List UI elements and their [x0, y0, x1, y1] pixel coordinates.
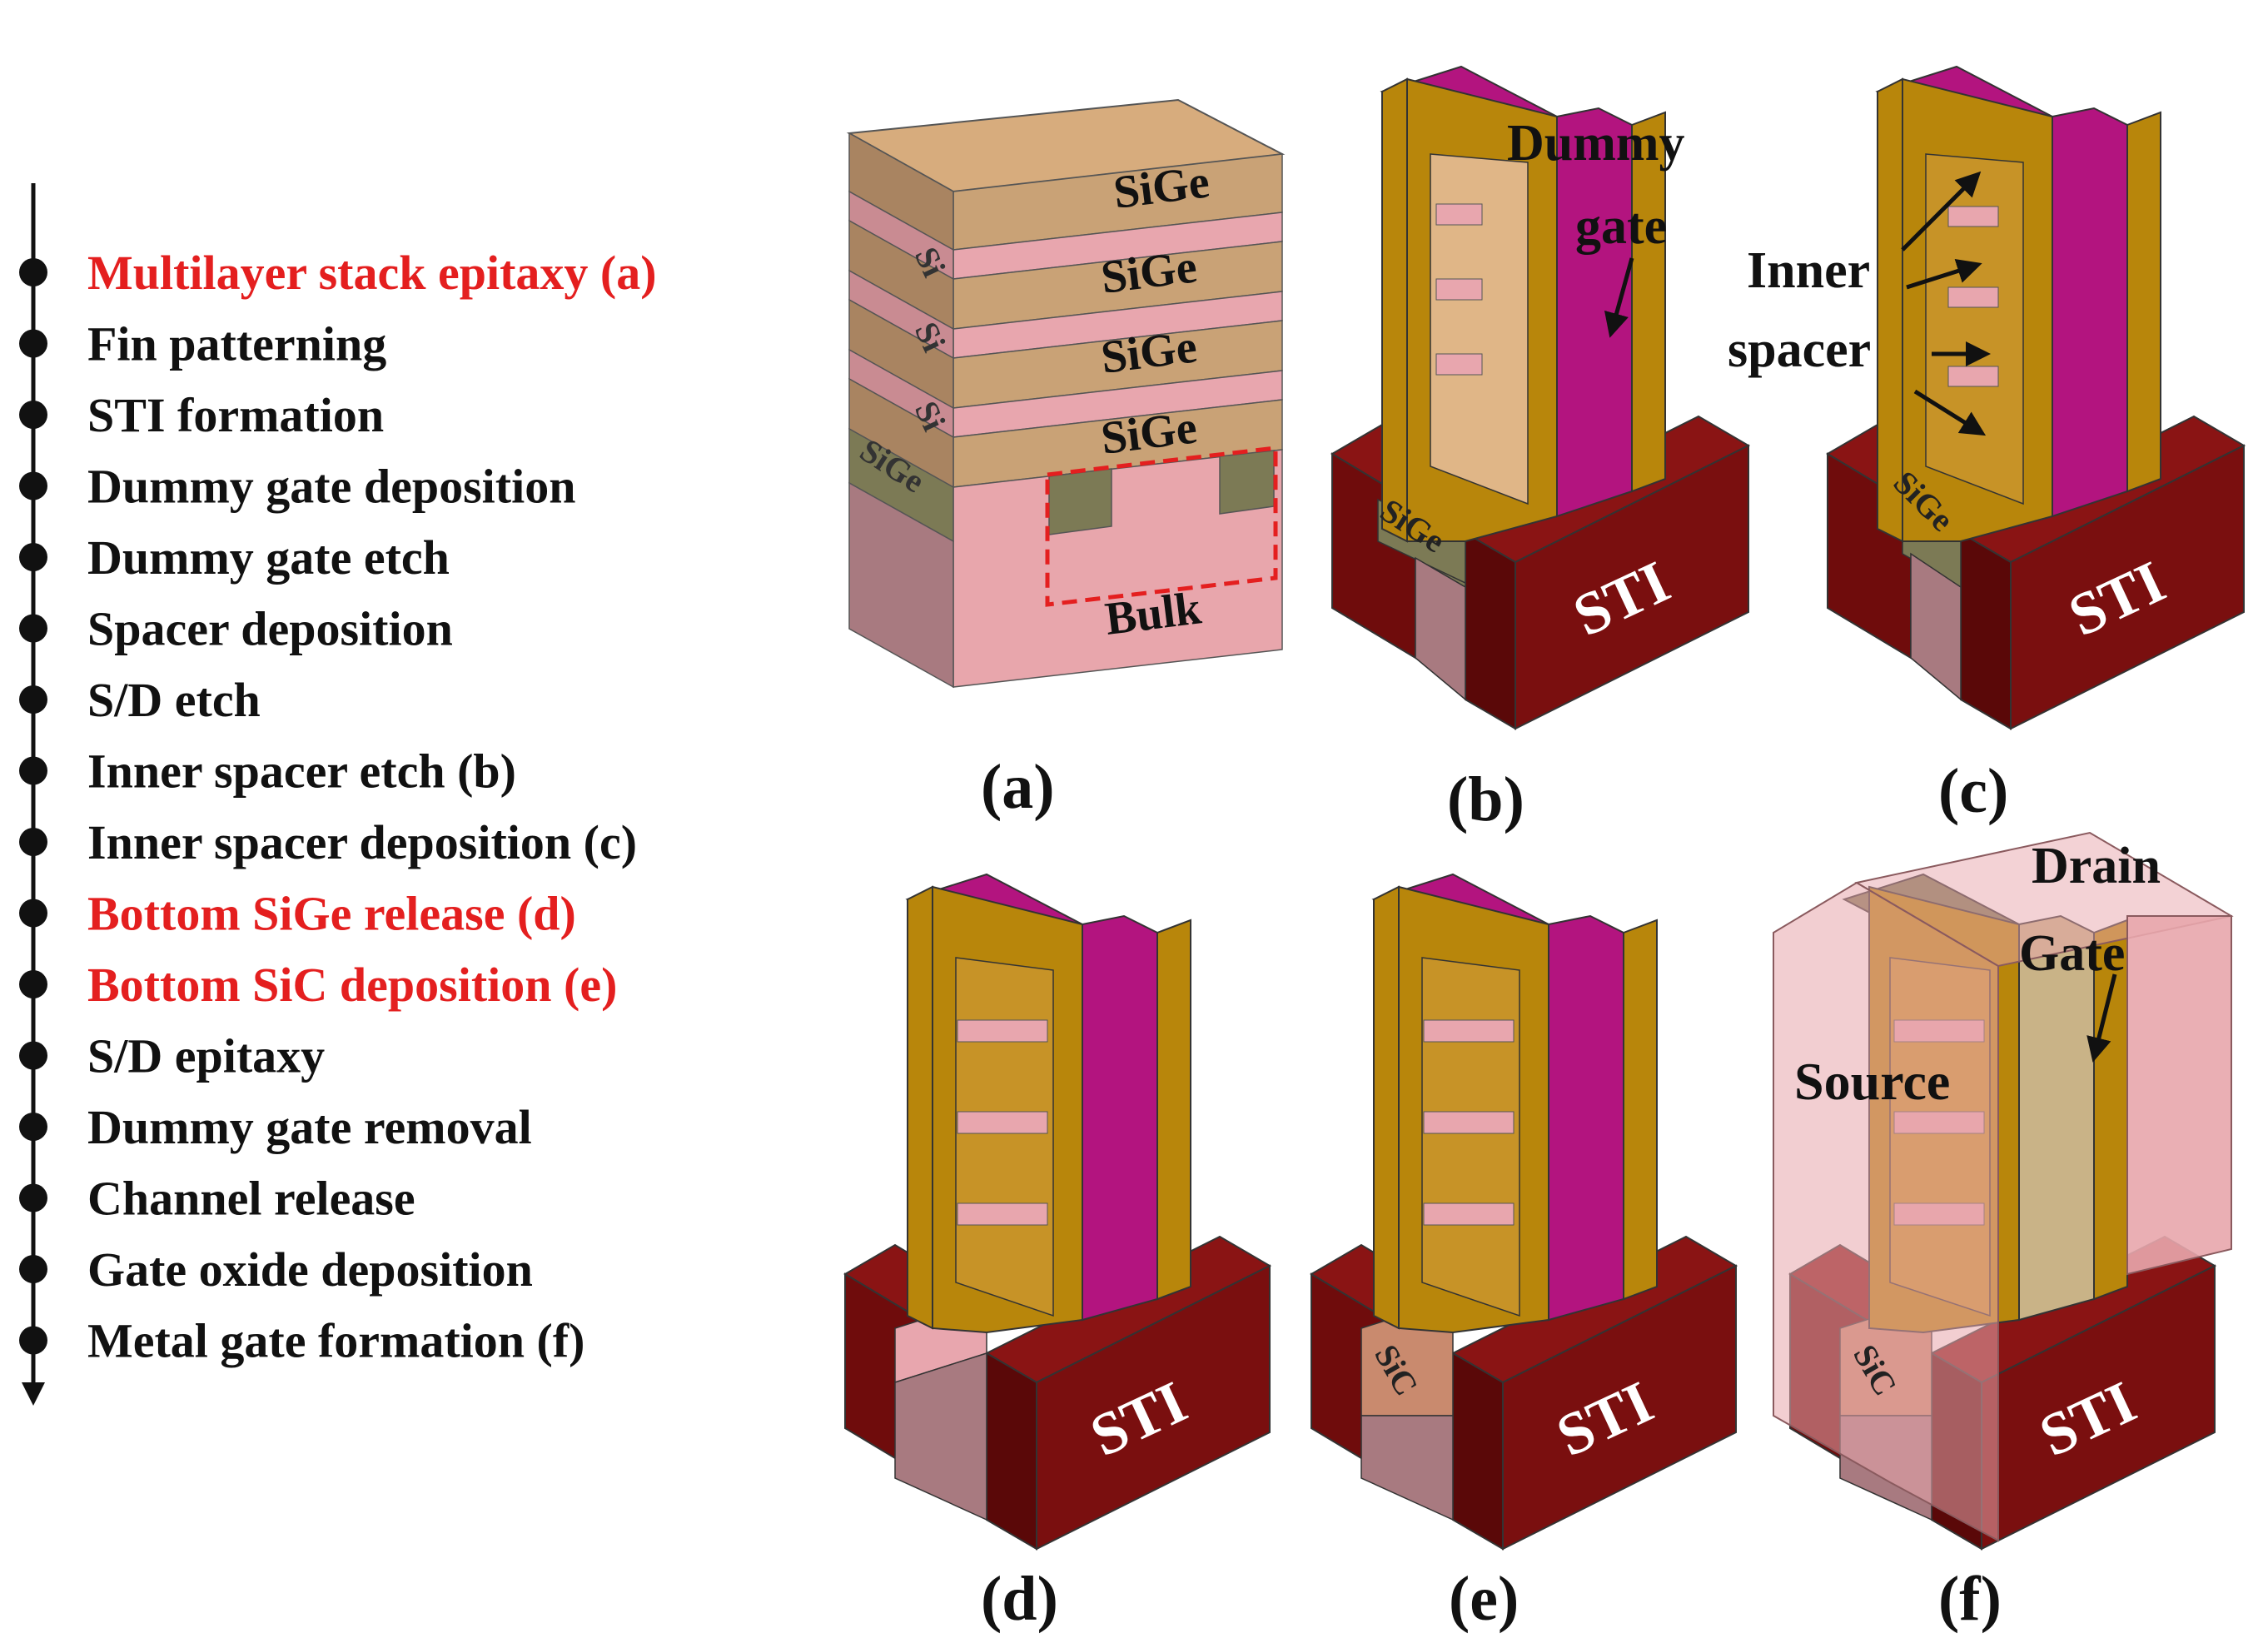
flow-step-label: Multilayer stack epitaxy (a) — [87, 246, 657, 300]
label-inner-spacer: Inner — [1747, 242, 1870, 299]
flow-step-label: Spacer deposition — [87, 602, 453, 656]
label-dummy-gate: gate — [1575, 198, 1667, 255]
flow-step-marker — [19, 685, 47, 714]
arrow-icon — [1906, 258, 1982, 290]
source-region — [1773, 881, 1999, 1542]
arrow-icon — [2086, 973, 2117, 1063]
flow-step-label: Dummy gate deposition — [87, 460, 575, 514]
flow-step-marker — [19, 756, 47, 785]
flow-step-marker — [19, 401, 47, 429]
flow-step-label: Fin patterning — [87, 317, 386, 371]
label-dummy-gate: Dummy — [1507, 115, 1685, 172]
flow-step-marker — [19, 543, 47, 571]
flow-step-marker — [19, 614, 47, 643]
flow-steps: Multilayer stack epitaxy (a) Fin patterni… — [19, 246, 657, 1368]
arrow-icon — [1901, 171, 1982, 251]
caption-a: (a) — [981, 752, 1055, 822]
flow-step-marker — [19, 329, 47, 358]
flow-step-label: Gate oxide deposition — [87, 1242, 533, 1297]
flow-step-marker — [19, 471, 47, 500]
label-gate: Gate — [2019, 925, 2125, 982]
flow-step-marker — [19, 1326, 47, 1355]
label-inner-spacer: spacer — [1728, 321, 1871, 378]
flow-step-marker — [19, 258, 47, 286]
panel-e: SiC STI (e) — [1310, 873, 1738, 1634]
label-drain: Drain — [2032, 838, 2161, 894]
arrow-icon — [1604, 257, 1634, 338]
inner-spacer — [1947, 366, 1999, 387]
caption-d: (d) — [981, 1564, 1058, 1634]
label-bulk: Bulk — [1102, 582, 1205, 645]
caption-f: (f) — [1938, 1564, 2002, 1634]
label-sige: SiGe — [1098, 241, 1200, 304]
flow-step-marker — [19, 970, 47, 998]
flow-step-label: Dummy gate removal — [87, 1100, 532, 1154]
caption-e: (e) — [1449, 1564, 1519, 1634]
flow-step-label: Inner spacer deposition (c) — [87, 815, 637, 869]
label-source: Source — [1794, 1052, 1950, 1111]
flow-step-marker — [19, 828, 47, 856]
flow-step-label: Bottom SiGe release (d) — [87, 887, 576, 941]
flow-step-label: Inner spacer etch (b) — [87, 744, 516, 799]
highlight-box — [1045, 446, 1278, 607]
dummy-gate — [1082, 914, 1158, 1322]
flow-step-label: Metal gate formation (f) — [87, 1314, 584, 1368]
caption-c: (c) — [1938, 756, 2008, 826]
dummy-gate — [2052, 107, 2128, 518]
panel-a: SiGe SiGe SiGe SiGe Si Si Si SiGe Bulk (… — [846, 98, 1286, 822]
panel-c: Inner spacer SiGe STI (c) — [1728, 65, 2246, 826]
dummy-gate — [1548, 914, 1624, 1322]
flow-step-marker — [19, 1183, 47, 1212]
flow-step-marker — [19, 1041, 47, 1070]
panel-f: Source Drain Gate SiC STI (f) — [1773, 831, 2234, 1634]
flow-step-label: Dummy gate etch — [87, 530, 450, 585]
arrow-icon — [1913, 389, 1987, 436]
flow-step-label: S/D etch — [87, 673, 261, 727]
drain-region — [2126, 915, 2232, 1276]
label-sige: SiGe — [1098, 401, 1200, 465]
flow-arrowhead-icon — [22, 1382, 45, 1406]
flow-step-label: Bottom SiC deposition (e) — [87, 958, 617, 1012]
flow-step-label: STI formation — [87, 388, 384, 442]
flow-step-marker — [19, 1255, 47, 1283]
panel-b: Dummy gate SiGe STI (b) — [1330, 65, 1751, 834]
inner-spacer — [1947, 286, 1999, 308]
flow-step-label: Channel release — [87, 1172, 415, 1226]
label-sige: SiGe — [1111, 156, 1212, 219]
process-flow: Multilayer stack epitaxy (a) Fin patterni… — [19, 183, 657, 1406]
flow-step-marker — [19, 1113, 47, 1141]
panel-d: STI (d) — [843, 873, 1272, 1634]
inner-spacer — [1947, 206, 1999, 227]
flow-step-label: S/D epitaxy — [87, 1029, 325, 1083]
flow-step-marker — [19, 899, 47, 928]
caption-b: (b) — [1447, 764, 1524, 834]
label-sige: SiGe — [1098, 321, 1200, 384]
